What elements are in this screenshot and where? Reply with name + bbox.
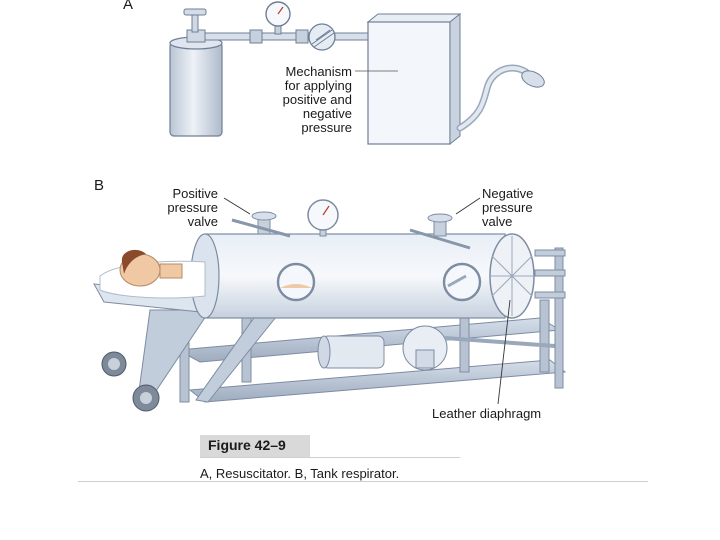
caption-title: Figure 42–9	[208, 437, 286, 453]
mechanism-label-line: positive and	[283, 92, 352, 107]
positive-valve-label: Positive pressure valve	[167, 186, 218, 229]
negative-valve-label-line: Negative	[482, 186, 533, 201]
negative-valve-label: Negative pressure valve	[482, 186, 533, 229]
bottom-divider	[78, 481, 648, 482]
mechanism-label-line: Mechanism	[286, 64, 352, 79]
mechanism-label-line: for applying	[285, 78, 352, 93]
caption-title-background	[200, 435, 310, 457]
panel-b-label: B	[94, 177, 104, 194]
panel-a-label: A	[123, 0, 133, 13]
caption-divider	[200, 457, 460, 458]
positive-valve-label-line: pressure	[167, 200, 218, 215]
caption-text: A, Resuscitator. B, Tank respirator.	[200, 466, 400, 481]
resuscitator-drawing	[169, 1, 545, 146]
positive-valve-label-line: Positive	[172, 186, 218, 201]
negative-valve-label-line: valve	[482, 214, 512, 229]
mechanism-label-line: negative	[303, 106, 352, 121]
tank-respirator-drawing	[93, 197, 567, 412]
positive-valve-label-line: valve	[188, 214, 218, 229]
mechanism-label: Mechanism for applying positive and nega…	[283, 64, 352, 135]
leather-diaphragm-label: Leather diaphragm	[432, 406, 541, 421]
negative-valve-label-line: pressure	[482, 200, 533, 215]
mechanism-label-line: pressure	[301, 120, 352, 135]
